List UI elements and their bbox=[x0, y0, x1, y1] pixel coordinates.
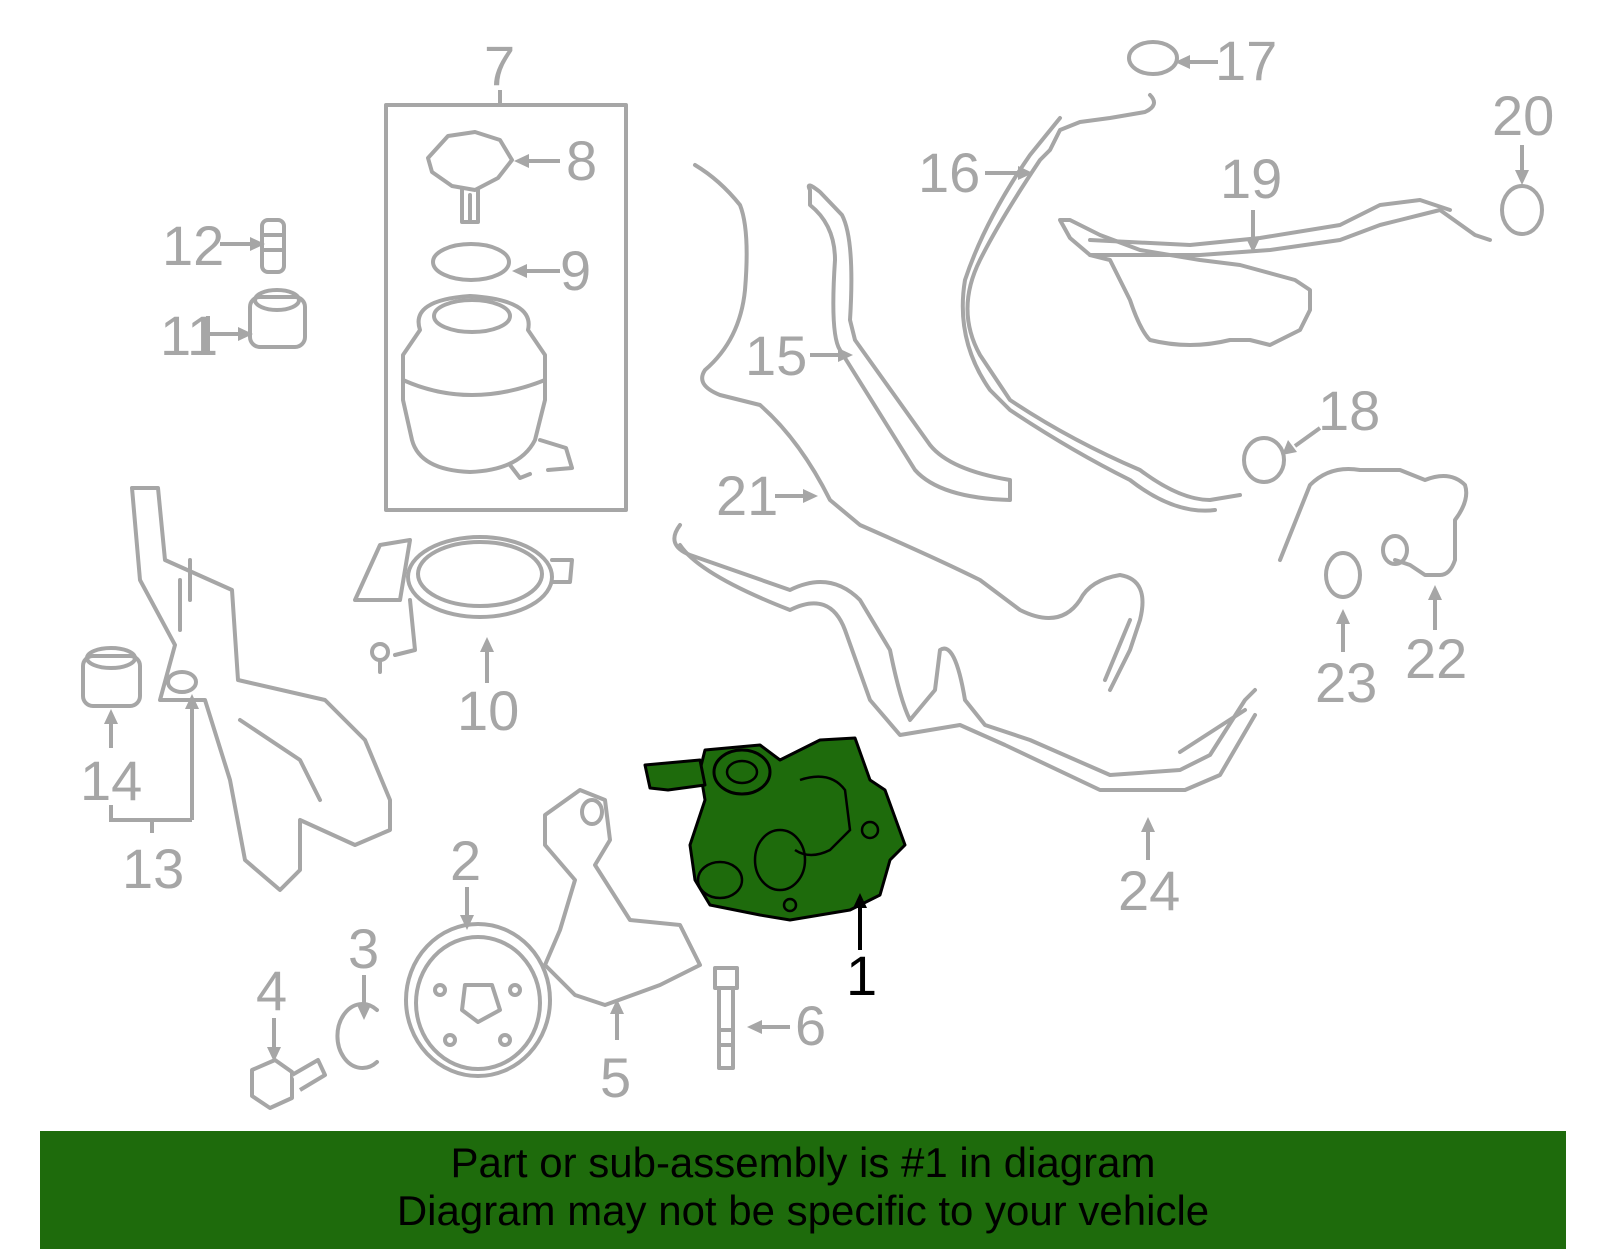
callout-10[interactable]: 10 bbox=[457, 679, 519, 742]
snap-ring-part[interactable] bbox=[335, 1002, 379, 1070]
pulley-bolt-part[interactable] bbox=[250, 1058, 327, 1110]
notice-line-part-number: Part or sub-assembly is #1 in diagram bbox=[450, 1139, 1156, 1186]
callout-arrows bbox=[104, 55, 1529, 1062]
callout-14[interactable]: 14 bbox=[80, 749, 142, 812]
pump-pulley-part[interactable] bbox=[404, 922, 552, 1078]
callout-5[interactable]: 5 bbox=[600, 1046, 631, 1109]
reservoir-assembly-box bbox=[384, 90, 628, 512]
callout-2[interactable]: 2 bbox=[450, 829, 481, 892]
return-hose-part[interactable] bbox=[806, 183, 1012, 502]
seal-ring-20-part[interactable] bbox=[1500, 184, 1544, 236]
callout-16[interactable]: 16 bbox=[918, 141, 980, 204]
line-assembly-19-part[interactable] bbox=[1058, 218, 1312, 347]
mount-nut-part[interactable] bbox=[81, 646, 142, 708]
callout-20[interactable]: 20 bbox=[1492, 84, 1554, 147]
callout-1[interactable]: 1 bbox=[846, 944, 877, 1007]
callout-12[interactable]: 12 bbox=[162, 214, 224, 277]
callout-8[interactable]: 8 bbox=[566, 129, 597, 192]
cooler-line-part[interactable] bbox=[672, 523, 1257, 777]
seal-ring-23-part[interactable] bbox=[1324, 551, 1362, 599]
bushing-nut-part[interactable] bbox=[248, 288, 307, 349]
callout-18[interactable]: 18 bbox=[1318, 379, 1380, 442]
callout-24[interactable]: 24 bbox=[1118, 859, 1180, 922]
reservoir-seal-ring-part[interactable] bbox=[431, 242, 511, 282]
fluid-reservoir-part[interactable] bbox=[401, 294, 574, 480]
pump-bracket-part[interactable] bbox=[543, 788, 702, 1007]
seal-ring-18-part[interactable] bbox=[1242, 436, 1286, 484]
line-22-part[interactable] bbox=[1278, 467, 1469, 577]
bracket-bolt-part[interactable] bbox=[713, 966, 739, 1070]
callout-11[interactable]: 11 bbox=[160, 304, 218, 367]
diagram-notice-banner: Part or sub-assembly is #1 in diagram Di… bbox=[40, 1131, 1566, 1249]
callout-7[interactable]: 7 bbox=[484, 34, 515, 97]
stud-part[interactable] bbox=[260, 218, 286, 274]
pressure-line-part[interactable] bbox=[693, 163, 1145, 692]
notice-line-vehicle-disclaimer: Diagram may not be specific to your vehi… bbox=[396, 1187, 1210, 1234]
callout-labels: 1 2 3 4 5 6 7 8 9 10 11 12 13 14 15 16 1… bbox=[80, 29, 1554, 1109]
reservoir-cap-part[interactable] bbox=[426, 130, 514, 224]
reservoir-bracket-part[interactable] bbox=[353, 535, 574, 674]
seal-ring-17-part[interactable] bbox=[1127, 40, 1179, 76]
callout-19[interactable]: 19 bbox=[1220, 147, 1282, 210]
callout-3[interactable]: 3 bbox=[348, 917, 379, 980]
pump-mounting-bracket-part[interactable] bbox=[130, 486, 392, 892]
callout-9[interactable]: 9 bbox=[560, 239, 591, 302]
callout-15[interactable]: 15 bbox=[745, 324, 807, 387]
callout-4[interactable]: 4 bbox=[256, 959, 287, 1022]
supply-hose-part[interactable] bbox=[965, 93, 1242, 502]
power-steering-pump-part[interactable] bbox=[643, 736, 907, 922]
callout-22[interactable]: 22 bbox=[1405, 627, 1467, 690]
callout-17[interactable]: 17 bbox=[1215, 29, 1277, 92]
callout-23[interactable]: 23 bbox=[1315, 651, 1377, 714]
callout-21[interactable]: 21 bbox=[716, 464, 778, 527]
callout-6[interactable]: 6 bbox=[795, 994, 826, 1057]
callout-13[interactable]: 13 bbox=[122, 837, 184, 900]
